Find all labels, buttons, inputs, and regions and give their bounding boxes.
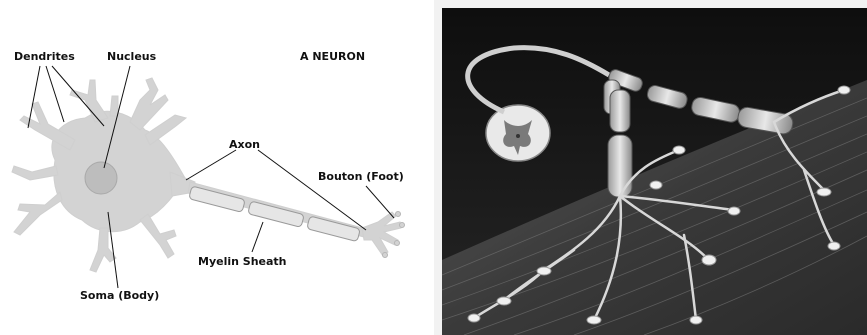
dendrite-upper-right [130,78,168,130]
label-axon: Axon [229,138,260,151]
label-myelin-sheath: Myelin Sheath [198,255,287,268]
neuron-diagram: Dendrites Nucleus A NEURON Axon Bouton (… [0,0,430,335]
leader-bouton [366,186,394,218]
label-soma: Soma (Body) [80,289,159,302]
label-dendrites: Dendrites [14,50,75,63]
leader-myelin [252,222,263,252]
spinal-cord-section [486,105,550,161]
bouton-end [395,241,400,246]
dendrite-right-top [145,115,186,145]
dendrite-bottom-right [140,214,176,258]
leader-dendrites-2 [46,66,64,122]
myelin-sheath-segments [189,186,361,242]
illustration-svg [434,0,867,335]
dendrite-bottom [90,228,116,272]
bouton-end [400,223,405,228]
label-bouton: Bouton (Foot) [318,170,404,183]
dendrite-small-top [110,96,118,116]
neuron-muscle-illustration [434,0,867,335]
bouton-branches [362,212,401,256]
label-nucleus: Nucleus [107,50,156,63]
nucleus-shape [85,162,117,194]
bouton-end [396,212,401,217]
diagram-title: A NEURON [300,50,365,63]
dendrite-bottom-left [14,192,62,235]
leader-axon-1 [186,150,236,180]
bouton-end [383,253,388,258]
dendrite-left [12,166,58,180]
